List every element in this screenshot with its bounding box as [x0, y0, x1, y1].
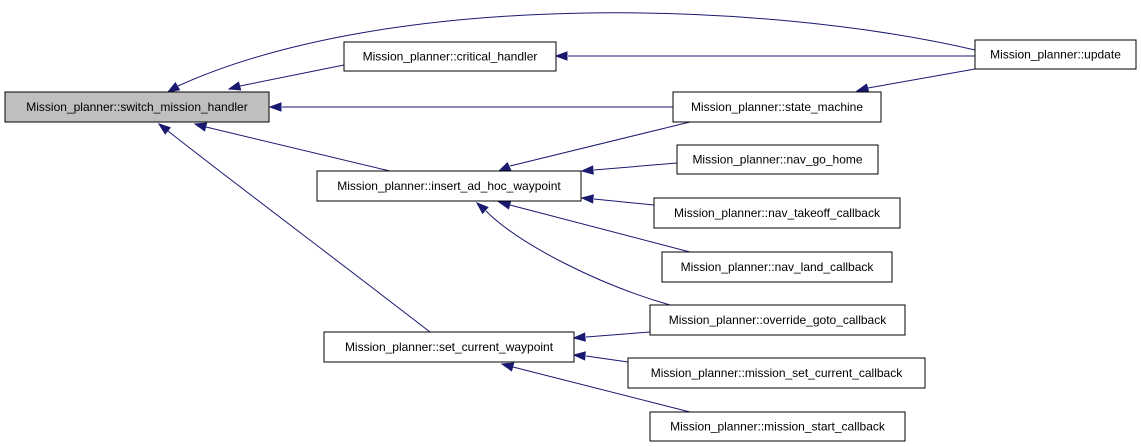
- node-nav-land-callback[interactable]: Mission_planner::nav_land_callback: [661, 251, 893, 283]
- edge-setcur-to-switch: [157, 123, 431, 333]
- node-critical-handler[interactable]: Mission_planner::critical_handler: [343, 41, 557, 72]
- arrowhead: [580, 165, 594, 175]
- arrowhead: [572, 351, 586, 361]
- edge-line: [512, 366, 691, 413]
- node-label: Mission_planner::override_goto_callback: [669, 313, 887, 327]
- edge-line: [867, 68, 976, 89]
- arrowhead: [554, 51, 568, 61]
- node-mission-start-callback[interactable]: Mission_planner::mission_start_callback: [649, 411, 906, 442]
- edge-line: [485, 210, 671, 306]
- arrowhead: [227, 81, 242, 91]
- arrowhead: [497, 161, 512, 172]
- edge-home-to-insert: [580, 162, 678, 175]
- arrowhead: [166, 82, 181, 93]
- edge-line: [585, 331, 651, 338]
- edge-insert-to-switch: [193, 122, 391, 172]
- node-state-machine[interactable]: Mission_planner::state_machine: [672, 91, 882, 123]
- edge-state-to-switch: [268, 102, 673, 112]
- arrowhead: [475, 202, 489, 215]
- arrowhead: [580, 194, 594, 204]
- node-label: Mission_planner::nav_land_callback: [681, 260, 875, 274]
- node-label: Mission_planner::state_machine: [691, 100, 863, 114]
- node-update[interactable]: Mission_planner::update: [974, 39, 1137, 70]
- node-mission-set-current-callback[interactable]: Mission_planner::mission_set_current_cal…: [627, 357, 926, 389]
- edge-line: [585, 355, 629, 363]
- edge-line: [177, 12, 976, 87]
- node-nav-takeoff-callback[interactable]: Mission_planner::nav_takeoff_callback: [653, 197, 901, 229]
- arrowhead: [497, 200, 512, 210]
- node-set-current-waypoint[interactable]: Mission_planner::set_current_waypoint: [323, 331, 575, 363]
- edge-critical-to-switch: [227, 64, 345, 91]
- edge-update-to-switch: [166, 12, 976, 93]
- edges-layer: [157, 12, 976, 413]
- edge-override-to-setcur: [572, 331, 651, 342]
- edge-takeoff-to-insert: [580, 194, 655, 206]
- edge-line: [509, 121, 691, 167]
- arrowhead: [268, 102, 282, 112]
- edge-line: [593, 198, 655, 206]
- node-label: Mission_planner::insert_ad_hoc_waypoint: [337, 179, 561, 193]
- node-label: Mission_planner::nav_go_home: [692, 153, 862, 167]
- node-label: Mission_planner::critical_handler: [363, 50, 538, 64]
- node-switch-mission-handler[interactable]: Mission_planner::switch_mission_handler: [4, 91, 270, 123]
- arrowhead: [500, 362, 515, 372]
- node-label: Mission_planner::mission_start_callback: [670, 420, 886, 434]
- arrowhead: [855, 83, 870, 93]
- node-label: Mission_planner::mission_set_current_cal…: [651, 366, 903, 380]
- edge-state-to-insert: [497, 121, 691, 172]
- arrowhead: [572, 332, 586, 342]
- arrowhead: [193, 122, 208, 132]
- edge-line: [509, 204, 691, 253]
- edge-update-to-state: [855, 68, 976, 93]
- edge-land-to-insert: [497, 200, 691, 253]
- arrowhead: [157, 123, 171, 135]
- edge-line: [167, 130, 431, 333]
- node-override-goto-callback[interactable]: Mission_planner::override_goto_callback: [649, 304, 906, 336]
- node-label: Mission_planner::nav_takeoff_callback: [674, 206, 881, 220]
- edge-line: [205, 126, 391, 172]
- edge-line: [593, 162, 678, 171]
- edge-update-to-critical: [554, 51, 975, 61]
- node-label: Mission_planner::update: [990, 48, 1121, 62]
- node-label: Mission_planner::set_current_waypoint: [345, 340, 554, 354]
- node-label: Mission_planner::switch_mission_handler: [26, 100, 247, 114]
- edge-line: [239, 64, 345, 87]
- edge-mstart-to-setcur: [500, 362, 691, 413]
- node-nav-go-home[interactable]: Mission_planner::nav_go_home: [676, 144, 879, 175]
- edge-override-to-insert: [475, 202, 671, 306]
- node-insert-ad-hoc-waypoint[interactable]: Mission_planner::insert_ad_hoc_waypoint: [316, 170, 582, 202]
- edge-msetcur-to-setcur: [572, 351, 629, 363]
